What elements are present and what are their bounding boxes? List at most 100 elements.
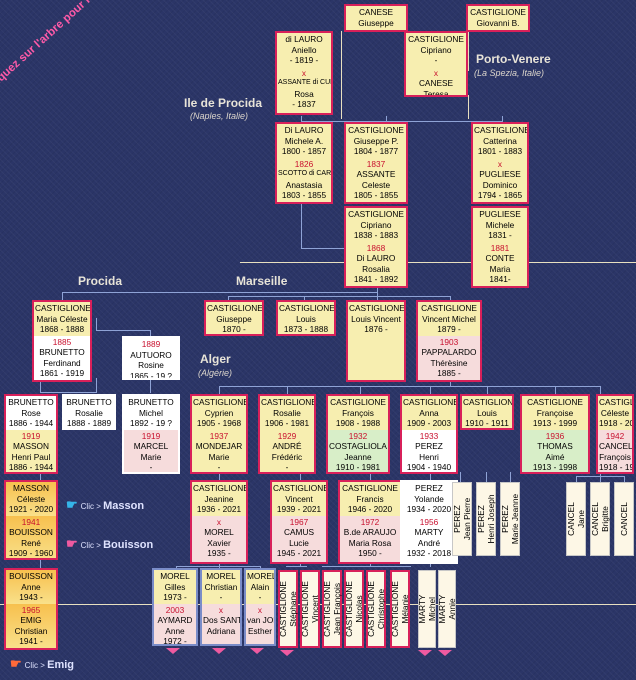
connector-line [301,204,302,249]
castiglione-celeste-1918[interactable]: CASTIGLIONECéleste1918 - 20131942CANCELF… [596,394,634,474]
person-text: 1965 [21,604,41,615]
person-text: EMIG [20,615,42,625]
person-text: 1885 [52,336,72,347]
expand-marker-icon[interactable] [280,650,294,656]
person-text: Giuseppe [358,17,394,28]
expand-marker-icon[interactable] [418,650,432,656]
person-text: 1910 - 1911 [465,418,509,428]
person-text: CANCEL [619,502,629,536]
person-text: Adriana [206,625,236,636]
person-text: Jean François [332,582,342,636]
person-text: Henri [419,451,439,462]
person-text: 1801 - 1883 [477,146,523,156]
person-text: CASTIGLIONE [421,303,477,313]
connector-line [430,472,431,481]
person-text: Gilles [164,581,186,592]
person-text: CASTIGLIONE [348,209,404,219]
connector-line [62,292,63,303]
person-text: CASTIGLIONE [279,303,335,313]
emig-link[interactable]: ☛Clic > Emig [10,656,75,671]
person-text: COSTAGLIOLA [329,441,387,451]
person-text: Alain [250,581,270,592]
person-text: Anne [165,625,185,636]
person-text: di LAURO [285,34,323,44]
cancel-third[interactable]: CANCEL [614,482,634,556]
person-text: 1910 - 1981 [335,462,381,472]
expand-marker-icon[interactable] [438,650,452,656]
person-text: 1933 [419,430,439,441]
person-text: CONTE [485,253,515,263]
person-text: Christophe [376,588,386,630]
expand-marker-icon[interactable] [166,648,180,654]
bouisson-link[interactable]: ☛Clic > Bouisson [66,536,154,551]
person-text: MARCEL [133,441,169,451]
person-text: 1873 - 1888 [283,324,329,334]
expand-marker-icon[interactable] [212,648,226,654]
person-text: 1870 - [222,324,246,334]
person-text: CANCEL [590,502,600,536]
masson-link[interactable]: ☛Clic > Masson [66,497,145,512]
person-text: Henri Joseph [486,494,496,544]
person-text: PUGLIESE [479,209,521,219]
person-text: CASTIGLIONE [273,483,328,493]
expand-marker-icon[interactable] [250,648,264,654]
connector-line [600,386,601,395]
person-text: Marie Jeanne [510,493,520,545]
